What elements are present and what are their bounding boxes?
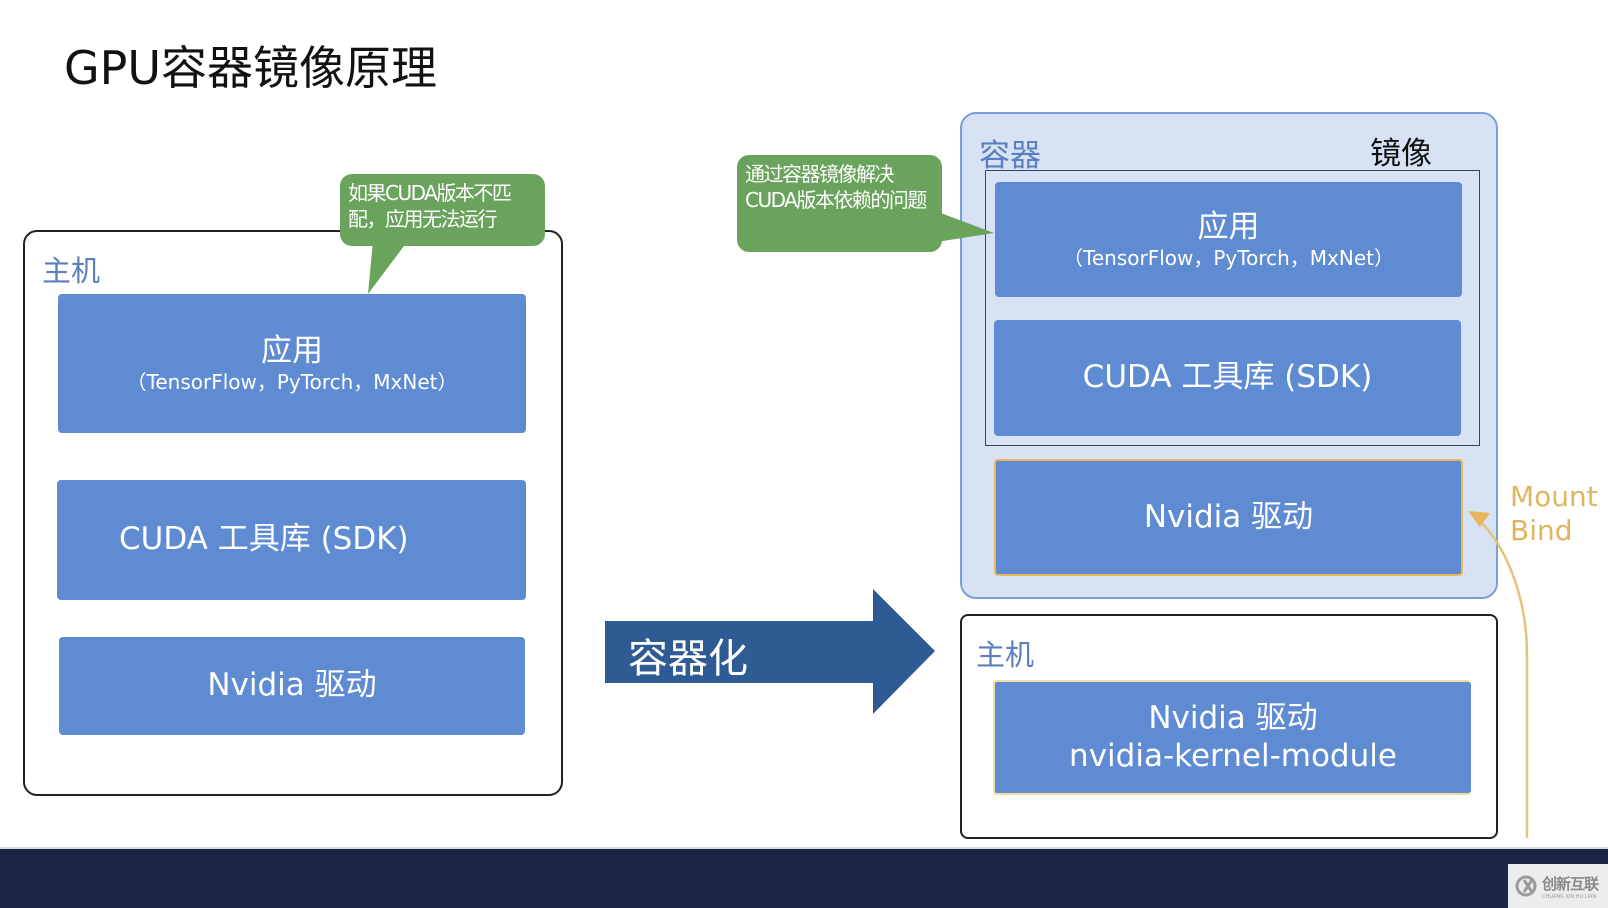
container-cuda-layer: CUDA 工具库 (SDK)	[994, 320, 1461, 436]
watermark-text: 创新互联	[1542, 874, 1599, 893]
container-app-title: 应用	[1197, 208, 1260, 245]
host-driver-title: Nvidia 驱动	[1148, 700, 1318, 737]
container-cuda-title: CUDA 工具库 (SDK)	[1082, 359, 1373, 396]
right-callout-tail	[930, 209, 994, 243]
arrow-shape	[605, 589, 935, 714]
right-callout: 通过容器镜像解决CUDA版本依赖的问题	[737, 155, 942, 252]
right-host-label: 主机	[976, 638, 1035, 672]
container-driver-layer: Nvidia 驱动	[994, 459, 1463, 576]
container-label: 容器	[979, 138, 1041, 174]
container-app-layer: 应用 （TensorFlow，PyTorch，MxNet）	[995, 182, 1462, 297]
left-cuda-layer: CUDA 工具库 (SDK)	[57, 480, 526, 600]
mount-bind-label: Mount Bind	[1510, 480, 1598, 547]
mount-bind-arrow	[1468, 511, 1529, 838]
left-app-frameworks: （TensorFlow，PyTorch，MxNet）	[126, 370, 458, 395]
container-driver-title: Nvidia 驱动	[1143, 498, 1314, 535]
footer-band	[0, 847, 1608, 908]
host-driver-module: nvidia-kernel-module	[1069, 737, 1397, 774]
mount-label-line2: Bind	[1510, 513, 1573, 547]
left-callout: 如果CUDA版本不匹配，应用无法运行	[340, 174, 545, 246]
left-callout-tail	[368, 230, 416, 294]
watermark: 创新互联 CHUANG XIN HU LIAN	[1508, 864, 1608, 908]
host-driver-layer: Nvidia 驱动 nvidia-kernel-module	[993, 680, 1471, 795]
left-app-title: 应用	[261, 332, 323, 369]
mount-label-line1: Mount	[1510, 480, 1598, 513]
page-title: GPU容器镜像原理	[64, 41, 438, 95]
right-callout-text: 通过容器镜像解决CUDA版本依赖的问题	[745, 162, 927, 213]
containerize-arrow	[605, 589, 935, 714]
containerize-label: 容器化	[628, 636, 748, 682]
container-app-frameworks: （TensorFlow，PyTorch，MxNet）	[1063, 246, 1394, 271]
left-driver-layer: Nvidia 驱动	[59, 637, 525, 735]
watermark-subtext: CHUANG XIN HU LIAN	[1542, 893, 1597, 900]
left-host-label: 主机	[42, 254, 101, 288]
left-app-layer: 应用 （TensorFlow，PyTorch，MxNet）	[58, 294, 526, 433]
mount-bind-arrowhead	[1468, 511, 1490, 527]
watermark-logo-icon	[1515, 875, 1537, 897]
left-driver-title: Nvidia 驱动	[207, 667, 377, 704]
image-frame	[985, 170, 1480, 446]
left-cuda-title: CUDA 工具库 (SDK)	[119, 521, 409, 558]
left-callout-text: 如果CUDA版本不匹配，应用无法运行	[348, 181, 512, 232]
image-label: 镜像	[1370, 136, 1432, 172]
